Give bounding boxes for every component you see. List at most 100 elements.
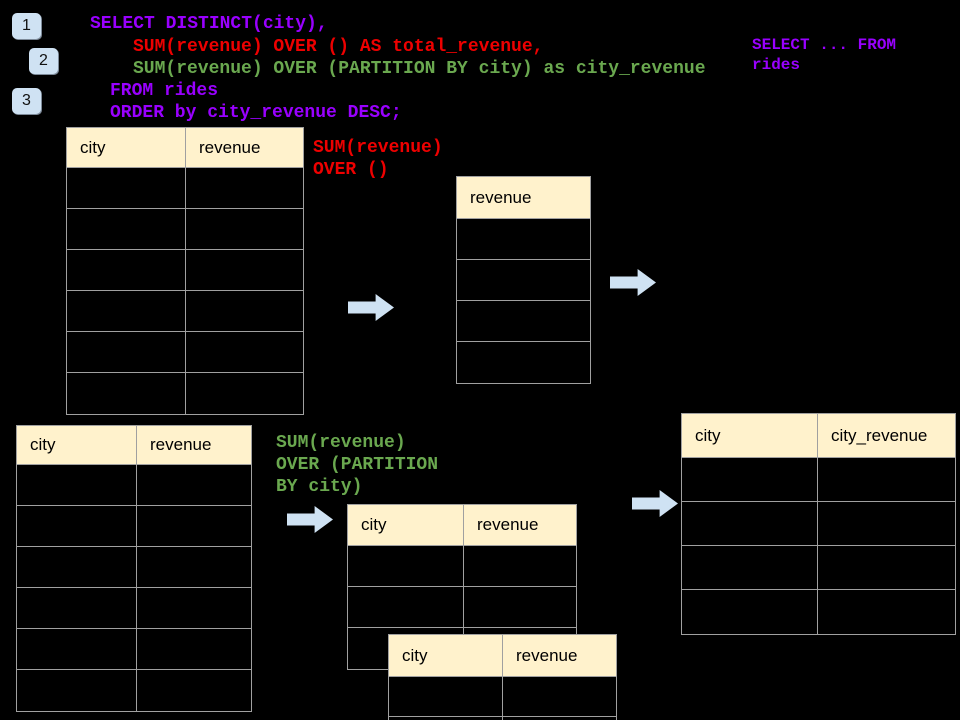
table-cell bbox=[457, 301, 590, 341]
table-partition-group-1: city revenue bbox=[347, 504, 577, 670]
column-header-revenue: revenue bbox=[199, 137, 261, 157]
table-row bbox=[682, 590, 955, 634]
table-cell bbox=[457, 260, 590, 300]
table-row bbox=[682, 546, 955, 590]
table-cell bbox=[682, 546, 818, 589]
sql-line-order-by: ORDER by city_revenue DESC; bbox=[110, 103, 402, 123]
step-badge-3: 3 bbox=[12, 88, 41, 114]
table-cell bbox=[818, 590, 955, 634]
table-cell bbox=[67, 168, 186, 208]
table-cell bbox=[348, 546, 464, 586]
arrow-right-icon bbox=[610, 269, 656, 296]
table-header-row: revenue bbox=[457, 177, 590, 219]
table-cell bbox=[67, 291, 186, 331]
table-header-row: city revenue bbox=[389, 635, 616, 677]
table-cell bbox=[67, 332, 186, 372]
column-header-city: city bbox=[67, 128, 186, 167]
table-cell bbox=[67, 250, 186, 290]
table-cell bbox=[457, 219, 590, 259]
table-row bbox=[682, 458, 955, 502]
table-source-rides-bottom: city revenue bbox=[16, 425, 252, 712]
column-header-city: city bbox=[682, 414, 818, 457]
table-row bbox=[389, 677, 616, 717]
table-cell bbox=[503, 677, 616, 716]
table-cell bbox=[17, 670, 137, 711]
step-badge-3-label: 3 bbox=[22, 92, 31, 109]
table-header-row: city city_revenue bbox=[682, 414, 955, 458]
table-row bbox=[17, 465, 251, 506]
table-row bbox=[457, 301, 590, 342]
table-row bbox=[17, 547, 251, 588]
table-cell bbox=[137, 670, 251, 711]
step-badge-1: 1 bbox=[12, 13, 41, 39]
table-row bbox=[67, 291, 303, 332]
arrow-right-icon bbox=[632, 490, 678, 517]
table-cell bbox=[67, 209, 186, 249]
table-row bbox=[17, 670, 251, 711]
table-cell bbox=[137, 629, 251, 669]
table-partition-group-2: city revenue bbox=[388, 634, 617, 720]
column-header-city-revenue: city_revenue bbox=[831, 425, 928, 445]
table-cell bbox=[186, 291, 303, 331]
step-badge-2-label: 2 bbox=[39, 52, 48, 69]
table-row bbox=[348, 546, 576, 587]
step-badge-1-label: 1 bbox=[22, 17, 31, 34]
table-row bbox=[67, 373, 303, 414]
table-cell bbox=[137, 465, 251, 505]
table-cell bbox=[348, 587, 464, 627]
table-source-rides-top: city revenue bbox=[66, 127, 304, 415]
table-cell bbox=[186, 250, 303, 290]
table-cell bbox=[389, 677, 503, 716]
table-cell bbox=[818, 502, 955, 545]
table-row bbox=[389, 717, 616, 720]
table-header-row: city revenue bbox=[348, 505, 576, 546]
table-cell bbox=[17, 465, 137, 505]
step-badge-2: 2 bbox=[29, 48, 58, 74]
table-cell bbox=[137, 588, 251, 628]
arrow-right-icon bbox=[287, 506, 333, 533]
table-cell bbox=[464, 587, 576, 627]
column-header-revenue: revenue bbox=[516, 645, 578, 665]
table-cell bbox=[818, 546, 955, 589]
annotation-sum-over-partition: SUM(revenue) OVER (PARTITION BY city) bbox=[276, 433, 439, 497]
table-row bbox=[17, 629, 251, 670]
table-cell bbox=[17, 506, 137, 546]
table-cell bbox=[137, 547, 251, 587]
sql-line-select: SELECT DISTINCT(city), bbox=[90, 14, 328, 34]
table-city-revenue-result: city city_revenue bbox=[681, 413, 956, 635]
table-row bbox=[348, 587, 576, 628]
table-cell bbox=[389, 717, 503, 720]
table-header-row: city revenue bbox=[67, 128, 303, 168]
sql-line-city-revenue: SUM(revenue) OVER (PARTITION BY city) as… bbox=[133, 59, 706, 79]
table-cell bbox=[186, 209, 303, 249]
table-cell bbox=[464, 546, 576, 586]
table-cell bbox=[17, 629, 137, 669]
table-cell bbox=[818, 458, 955, 501]
table-cell bbox=[137, 506, 251, 546]
table-header-row: city revenue bbox=[17, 426, 251, 465]
table-cell bbox=[186, 332, 303, 372]
table-row bbox=[457, 342, 590, 383]
table-total-revenue: revenue bbox=[456, 176, 591, 384]
column-header-revenue: revenue bbox=[150, 435, 212, 454]
table-row bbox=[457, 260, 590, 301]
table-row bbox=[17, 588, 251, 629]
table-row bbox=[17, 506, 251, 547]
column-header-city: city bbox=[389, 635, 503, 676]
table-cell bbox=[457, 342, 590, 383]
column-header-city: city bbox=[348, 505, 464, 545]
table-row bbox=[67, 168, 303, 209]
arrow-right-icon bbox=[348, 294, 394, 321]
column-header-revenue: revenue bbox=[477, 515, 539, 534]
column-header-revenue: revenue bbox=[470, 187, 532, 207]
table-cell bbox=[67, 373, 186, 414]
table-row bbox=[682, 502, 955, 546]
sql-line-total-revenue: SUM(revenue) OVER () AS total_revenue, bbox=[133, 37, 544, 57]
table-cell bbox=[186, 168, 303, 208]
table-cell bbox=[682, 458, 818, 501]
table-row bbox=[67, 250, 303, 291]
side-note-select-from: SELECT ... FROM rides bbox=[752, 36, 897, 74]
table-row bbox=[457, 219, 590, 260]
table-row bbox=[67, 209, 303, 250]
